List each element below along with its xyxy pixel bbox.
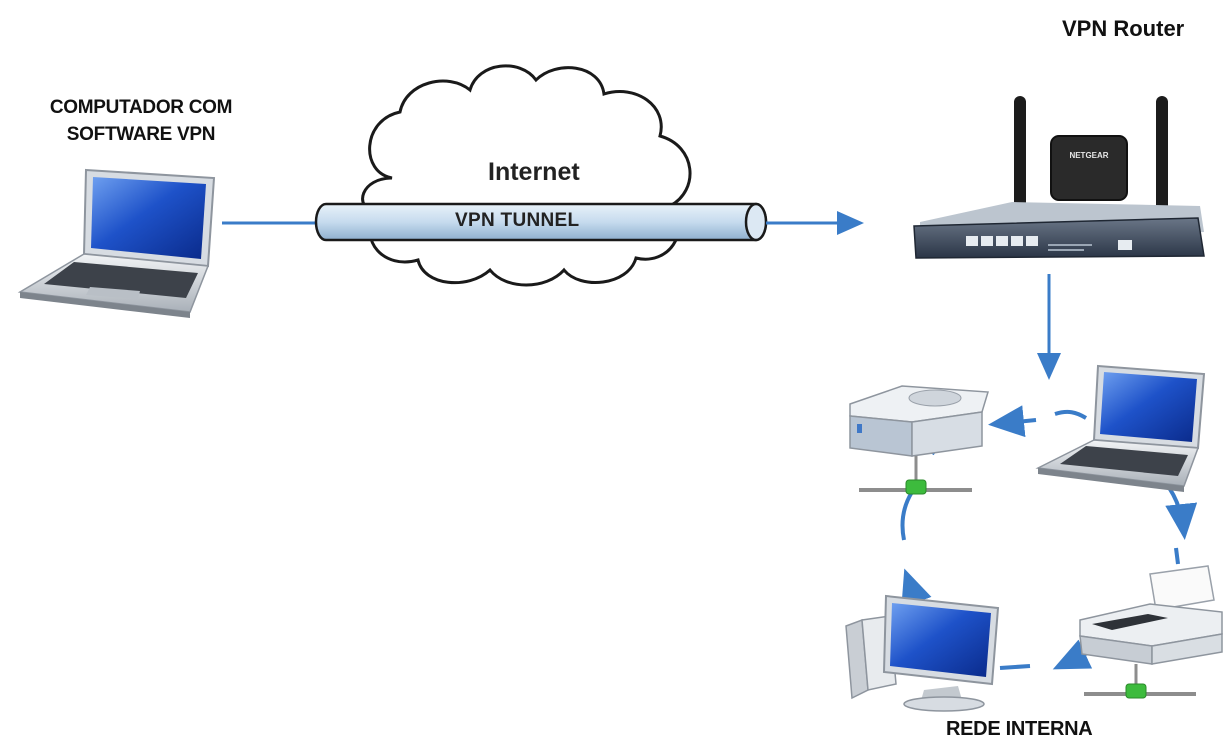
server-icon [849, 385, 989, 495]
router-label: VPN Router [1062, 16, 1185, 41]
lan-label: REDE INTERNA [946, 718, 1093, 740]
router-brand-text: NETGEAR [1069, 151, 1108, 160]
tunnel-pipe-icon [314, 202, 768, 242]
computer-label: COMPUTADOR COM SOFTWARE VPN [16, 94, 266, 148]
laptop-icon [17, 168, 216, 318]
computer-label-line2: SOFTWARE VPN [66, 124, 216, 145]
computer-label-line1: COMPUTADOR COM [49, 97, 233, 118]
printer-icon [1079, 565, 1223, 699]
router-icon: NETGEAR [913, 96, 1205, 259]
laptop-icon [1035, 364, 1206, 492]
desktop-icon [845, 594, 1000, 712]
internet-label: Internet [488, 158, 580, 186]
tunnel-label: VPN TUNNEL [455, 210, 580, 231]
